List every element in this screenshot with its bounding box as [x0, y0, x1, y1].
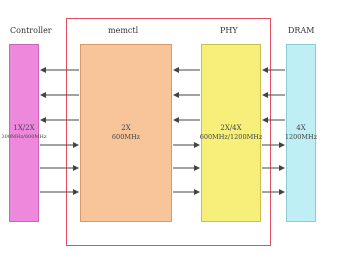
controller-block: 1X/2X 300MHz/600MHz	[2, 44, 47, 222]
dram-block: 4X 1200MHz	[284, 44, 318, 222]
memctl-clock-ratio: 2X	[121, 124, 131, 132]
phy-block: 2X/4X 600MHz/1200MHz	[199, 44, 263, 222]
phy-frequency: 600MHz/1200MHz	[199, 133, 263, 141]
memctl-frequency: 600MHz	[111, 133, 141, 141]
controller-clock-ratio: 1X/2X	[13, 124, 35, 132]
memctl-block: 2X 600MHz	[80, 44, 172, 222]
phy-clock-ratio: 2X/4X	[220, 124, 242, 132]
dram-title: DRAM	[288, 26, 315, 35]
dram-frequency: 1200MHz	[284, 133, 318, 141]
controller-frequency: 300MHz/600MHz	[1, 134, 47, 140]
clock-domain-frame	[66, 18, 271, 246]
phy-title: PHY	[220, 26, 238, 35]
memctl-title: memctl	[108, 26, 139, 35]
controller-title: Controller	[10, 26, 52, 35]
dram-clock-ratio: 4X	[296, 124, 306, 132]
